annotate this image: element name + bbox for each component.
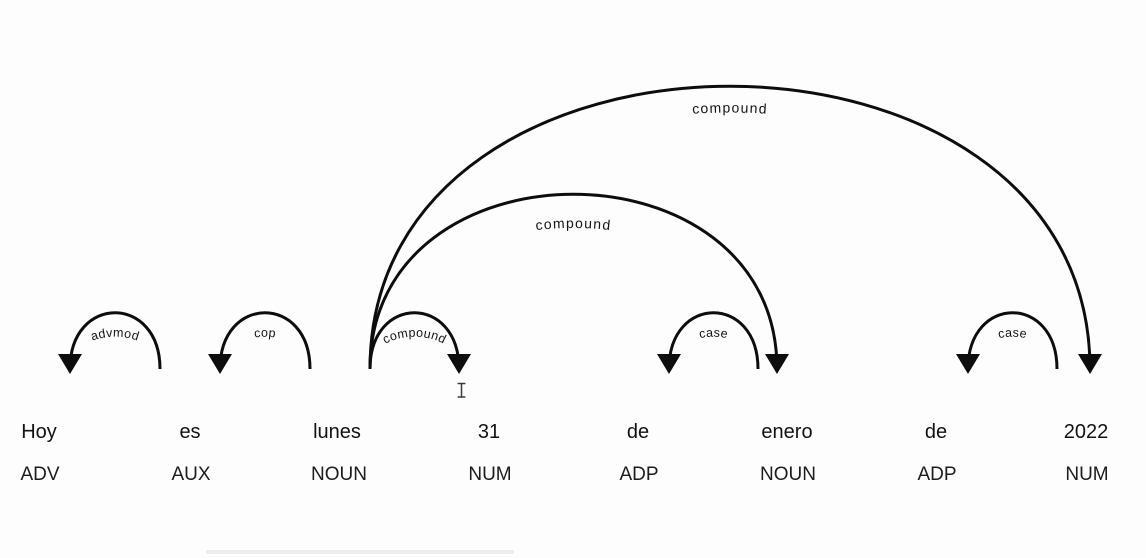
token-pos-tag: NUM — [468, 464, 511, 485]
arc-label-group: advmod cop compound case case compound c… — [89, 99, 1028, 346]
token-pos-tag: NOUN — [311, 464, 367, 485]
token-pos-tag: AUX — [171, 464, 210, 485]
token-text: enero — [761, 421, 812, 443]
token-text: 2022 — [1064, 421, 1109, 443]
arrowhead-compound-enero — [765, 354, 789, 374]
token-text: de — [627, 421, 649, 443]
token-pos-tag: ADV — [20, 464, 59, 485]
arrowhead-case-enero — [657, 354, 681, 374]
token-text: lunes — [313, 421, 361, 443]
arc-label-advmod: advmod — [89, 326, 141, 344]
arrowhead-case-2022 — [956, 354, 980, 374]
arc-advmod — [68, 311, 162, 370]
bottom-smudge-line — [206, 550, 514, 554]
token-text: 31 — [478, 421, 500, 443]
token-word-row: Hoy es lunes 31 de enero de 2022 — [21, 421, 1108, 443]
arc-label-compound-2022: compound — [692, 99, 769, 116]
arrowhead-compound-31 — [447, 354, 471, 374]
token-pos-tag: ADP — [917, 464, 956, 485]
text-cursor-icon — [457, 382, 466, 398]
token-pos-tag: NOUN — [760, 464, 816, 485]
arrowhead-compound-2022 — [1078, 354, 1102, 374]
arc-compound-2022 — [368, 84, 1092, 370]
arc-group — [68, 84, 1092, 370]
token-text: Hoy — [21, 421, 57, 443]
arrowhead-cop — [208, 354, 232, 374]
token-text: es — [179, 421, 200, 443]
arc-label-case-2022: case — [997, 326, 1028, 341]
arrowhead-group — [58, 354, 1102, 374]
arc-case-enero — [667, 311, 760, 370]
arc-label-compound-31: compound — [380, 326, 448, 347]
token-pos-tag: NUM — [1065, 464, 1108, 485]
arc-compound-31 — [368, 311, 461, 370]
arc-cop — [218, 311, 312, 370]
arrowhead-advmod — [58, 354, 82, 374]
token-text: de — [925, 421, 947, 443]
arc-label-cop: cop — [253, 326, 276, 341]
token-pos-tag: ADP — [619, 464, 658, 485]
arc-case-2022 — [966, 311, 1059, 370]
arc-compound-enero — [368, 192, 779, 370]
token-tag-row: ADV AUX NOUN NUM ADP NOUN ADP NUM — [20, 464, 1108, 485]
arc-label-compound-enero: compound — [535, 215, 613, 233]
arc-label-case-enero: case — [698, 326, 729, 341]
